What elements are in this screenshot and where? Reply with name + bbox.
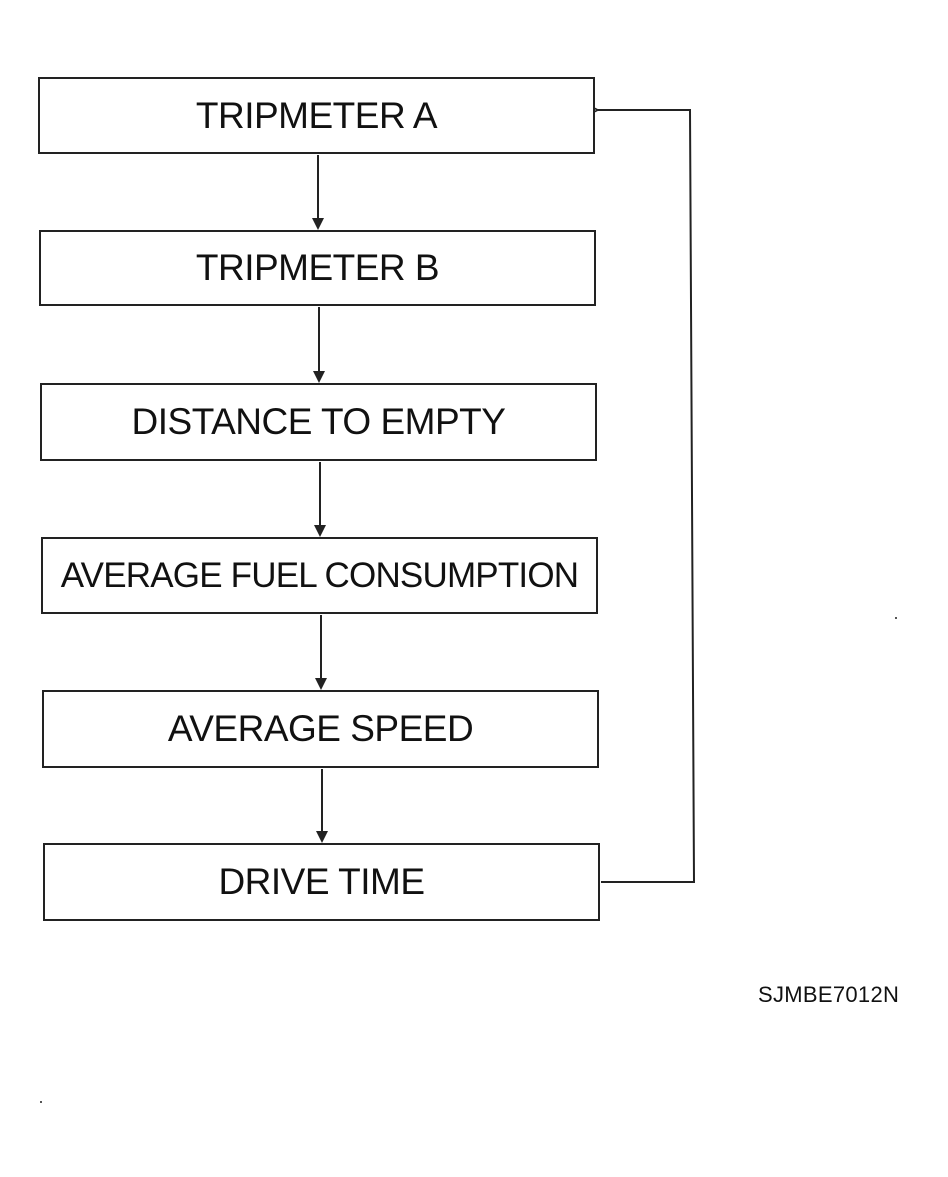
scan-speck: [895, 617, 897, 619]
step-label: TRIPMETER A: [195, 94, 438, 136]
step-box-average-speed: AVERAGE SPEED: [42, 690, 599, 768]
step-box-distance-to-empty: DISTANCE TO EMPTY: [40, 383, 597, 461]
loop-back-arrow: [598, 110, 696, 883]
step-label: TRIPMETER B: [195, 247, 440, 288]
step-box-drive-time: DRIVE TIME: [43, 843, 600, 921]
scan-speck: [40, 1101, 42, 1103]
step-label: DISTANCE TO EMPTY: [131, 401, 506, 442]
step-box-tripmeter-a: TRIPMETER A: [38, 77, 595, 154]
step-label: DRIVE TIME: [218, 861, 425, 902]
step-box-average-fuel-consumption: AVERAGE FUEL CONSUMPTION: [41, 537, 598, 614]
step-label: AVERAGE FUEL CONSUMPTION: [60, 555, 579, 595]
figure-code: SJMBE7012N: [758, 982, 900, 1007]
step-label: AVERAGE SPEED: [167, 708, 474, 749]
step-box-tripmeter-b: TRIPMETER B: [39, 230, 596, 306]
